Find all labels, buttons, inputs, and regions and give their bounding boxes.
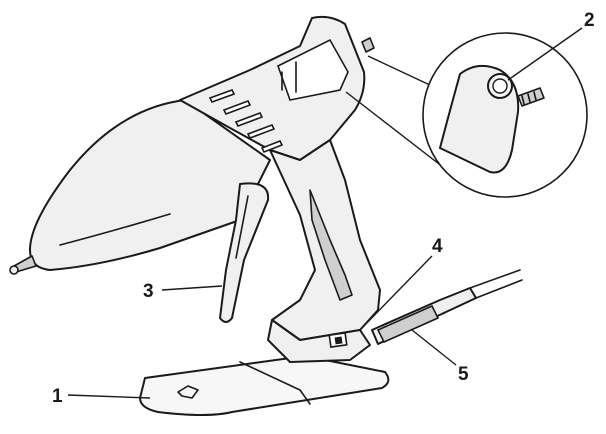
stand-base (139, 355, 390, 416)
trigger (219, 182, 270, 323)
leader-4 (359, 255, 433, 331)
callout-2: 2 (584, 10, 595, 31)
leader-2 (507, 27, 583, 81)
leader-3 (161, 285, 223, 291)
callout-3: 3 (143, 281, 154, 302)
detail-magnifier (345, 32, 588, 198)
leader-5 (411, 329, 457, 366)
leader-lines (67, 27, 583, 399)
glue-gun-body (9, 15, 381, 363)
callout-5: 5 (458, 364, 469, 385)
callout-1: 1 (52, 386, 63, 407)
power-cable (371, 269, 523, 345)
leader-1 (67, 394, 151, 399)
callout-4: 4 (432, 236, 443, 257)
